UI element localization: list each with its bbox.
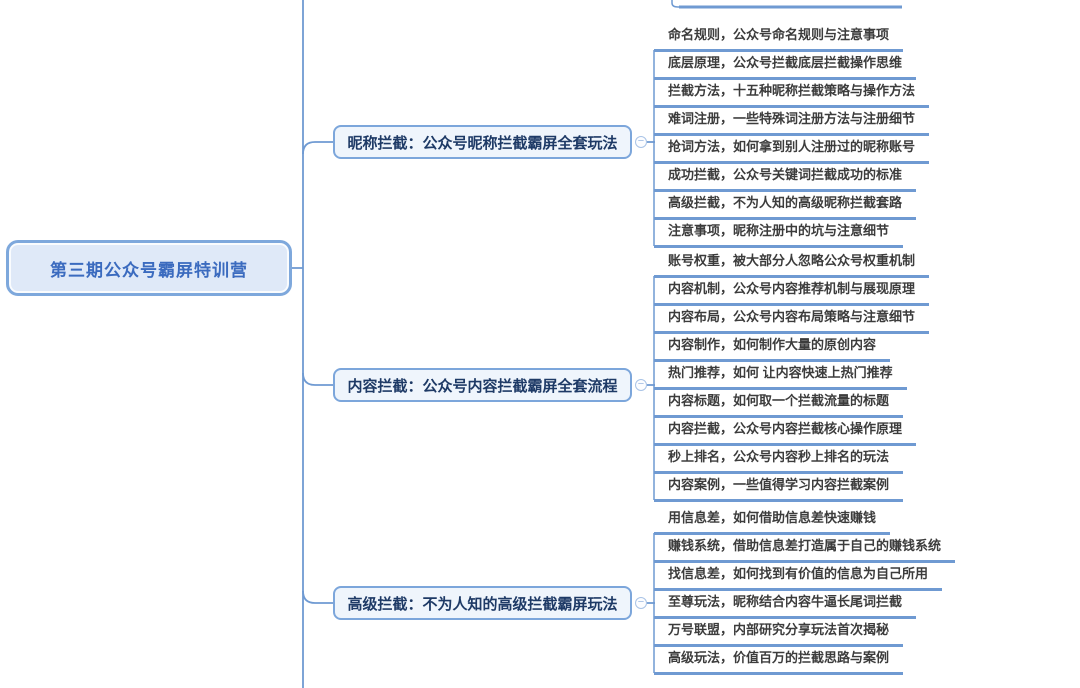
leaf-node[interactable]: 注意事项，昵称注册中的坑与注意细节 [654, 222, 904, 248]
topic-node-label: 内容拦截：公众号内容拦截霸屏全套流程 [347, 377, 618, 395]
leaf-node[interactable]: 内容机制，公众号内容推荐机制与展现原理 [654, 280, 930, 306]
leaf-node[interactable]: 难词注册，一些特殊词注册方法与注册细节 [654, 110, 930, 136]
leaf-node[interactable]: 赚钱系统，借助信息差打造属于自己的赚钱系统 [654, 537, 956, 563]
collapse-minus-icon[interactable]: − [635, 597, 647, 609]
root-node-label: 第三期公众号霸屏特训营 [50, 260, 248, 280]
leaf-node[interactable]: 至尊玩法，昵称结合内容牛逼长尾词拦截 [654, 593, 917, 619]
leaf-node[interactable]: 抢词方法，如何拿到别人注册过的昵称账号 [654, 138, 930, 164]
leaf-node[interactable]: 内容标题，如何取一个拦截流量的标题 [654, 392, 904, 418]
leaf-node[interactable]: 账号权重，被大部分人忽略公众号权重机制 [654, 252, 930, 278]
leaf-node[interactable]: 内容布局，公众号内容布局策略与注意细节 [654, 308, 930, 334]
leaf-node[interactable]: 用信息差，如何借助信息差快速赚钱 [654, 509, 891, 535]
leaf-node[interactable]: 秒上排名，公众号内容秒上排名的玩法 [654, 448, 904, 474]
leaf-node[interactable]: 命名规则，公众号命名规则与注意事项 [654, 26, 904, 52]
topic-node-nickname-intercept[interactable]: 昵称拦截：公众号昵称拦截霸屏全套玩法 [333, 125, 632, 159]
collapse-minus-icon[interactable]: − [635, 136, 647, 148]
leaf-node[interactable]: 高级拦截，不为人知的高级昵称拦截套路 [654, 194, 917, 220]
leaf-node[interactable]: 内容拦截，公众号内容拦截核心操作原理 [654, 420, 917, 446]
branch2-connector [302, 372, 333, 386]
topic-node-label: 高级拦截：不为人知的高级拦截霸屏玩法 [347, 595, 618, 613]
root-node[interactable]: 第三期公众号霸屏特训营 [6, 240, 292, 296]
leaf-node[interactable]: 高级玩法，价值百万的拦截思路与案例 [654, 649, 904, 675]
leaf-node[interactable]: 找信息差，如何找到有价值的信息为自己所用 [654, 565, 943, 591]
topic-node-content-intercept[interactable]: 内容拦截：公众号内容拦截霸屏全套流程 [333, 368, 632, 402]
offscreen-leaf-stub [671, 0, 681, 8]
topic-node-advanced-intercept[interactable]: 高级拦截：不为人知的高级拦截霸屏玩法 [333, 586, 632, 620]
branch1-connector [302, 141, 333, 155]
leaf-node[interactable]: 热门推荐，如何 让内容快速上热门推荐 [654, 364, 907, 390]
leaf-node[interactable]: 拦截方法，十五种昵称拦截策略与操作方法 [654, 82, 930, 108]
topic-node-label: 昵称拦截：公众号昵称拦截霸屏全套玩法 [347, 134, 618, 152]
leaf-node[interactable]: 底层原理，公众号拦截底层拦截操作思维 [654, 54, 917, 80]
leaf-node[interactable]: 内容制作，如何制作大量的原创内容 [654, 336, 891, 362]
branch3-connector [302, 590, 333, 604]
collapse-minus-icon[interactable]: − [635, 379, 647, 391]
leaf-node[interactable]: 内容案例，一些值得学习内容拦截案例 [654, 476, 904, 502]
leaf-node[interactable]: 成功拦截，公众号关键词拦截成功的标准 [654, 166, 917, 192]
leaf-node[interactable]: 万号联盟，内部研究分享玩法首次揭秘 [654, 621, 904, 647]
